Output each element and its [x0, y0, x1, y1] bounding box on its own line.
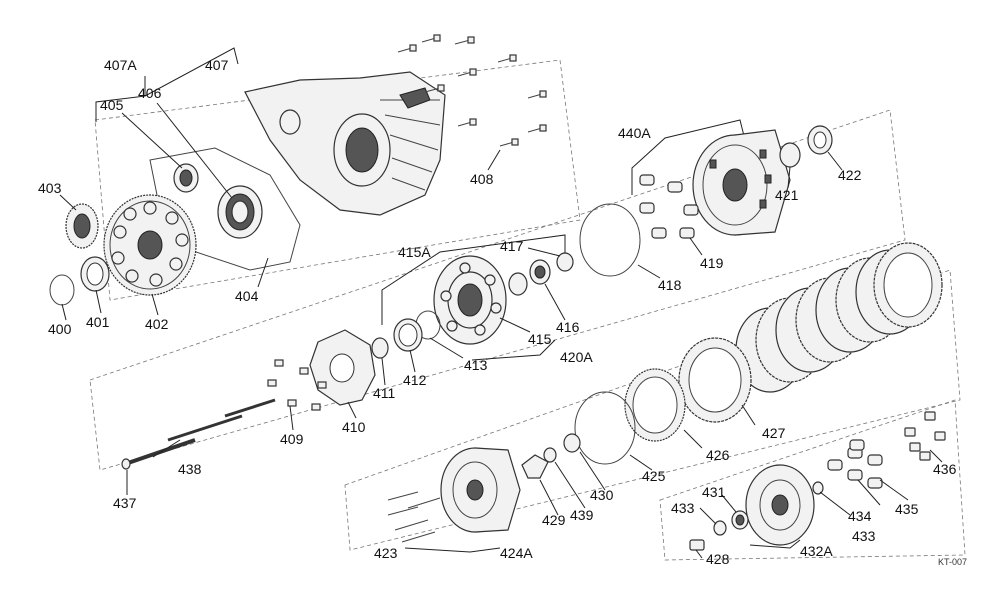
gear-403	[65, 203, 99, 249]
label-430: 430	[590, 487, 614, 503]
label-429: 429	[542, 512, 566, 528]
washer-422	[807, 125, 833, 155]
label-424A: 424A	[500, 545, 533, 561]
label-401: 401	[86, 314, 110, 330]
label-428: 428	[706, 551, 730, 567]
label-407A: 407A	[104, 57, 137, 73]
label-407: 407	[205, 57, 229, 73]
label-426: 426	[706, 447, 730, 463]
pushrod-438	[167, 398, 276, 442]
pressure-plate-424A	[440, 447, 521, 533]
group-brackets	[95, 47, 801, 553]
oring-418	[579, 203, 641, 277]
label-410: 410	[342, 419, 366, 435]
washer-401	[80, 256, 110, 292]
label-403: 403	[38, 180, 62, 196]
gear-402	[103, 194, 197, 296]
label-440A: 440A	[618, 125, 651, 141]
label-419: 419	[700, 255, 724, 271]
bolts-423	[387, 491, 441, 543]
label-406: 406	[138, 85, 162, 101]
label-425: 425	[642, 468, 666, 484]
part-labels: 407A 407 406 405 403 404 400 401 402 408…	[38, 57, 967, 567]
clutch-basket-440A	[692, 129, 791, 236]
label-402: 402	[145, 316, 169, 332]
label-433-left: 433	[671, 500, 695, 516]
friction-plates	[735, 242, 943, 393]
label-411: 411	[373, 385, 396, 401]
washer-411	[371, 337, 389, 359]
label-413: 413	[464, 357, 488, 373]
ring-412	[393, 318, 423, 352]
label-435: 435	[895, 501, 919, 517]
label-436: 436	[933, 461, 957, 477]
label-404: 404	[235, 288, 259, 304]
leader-lines	[59, 102, 943, 559]
label-417: 417	[500, 238, 524, 254]
nuts-436	[904, 411, 946, 461]
label-423: 423	[374, 545, 398, 561]
bearing-416	[508, 259, 551, 296]
steel-plate-426	[624, 368, 686, 442]
screws-409	[267, 359, 327, 411]
label-400: 400	[48, 321, 72, 337]
bearing-405	[173, 163, 199, 193]
dampers-419	[639, 174, 699, 239]
label-412: 412	[403, 372, 427, 388]
circlip-400	[49, 274, 75, 306]
label-409: 409	[280, 431, 304, 447]
washer-433	[713, 481, 824, 536]
friction-plate-427	[678, 337, 752, 423]
ring-425	[574, 391, 636, 465]
label-433-right: 433	[852, 528, 876, 544]
drawing-code: KT-007	[938, 557, 967, 567]
clutch-cover-407	[244, 71, 446, 216]
label-415A: 415A	[398, 244, 431, 260]
washer-439	[543, 447, 557, 463]
cover-bolts-408	[397, 34, 547, 147]
lever-429	[521, 454, 549, 479]
label-439: 439	[570, 507, 594, 523]
washer-421	[779, 142, 801, 168]
label-416: 416	[556, 319, 580, 335]
lifter-432A	[745, 464, 815, 546]
label-408: 408	[470, 171, 494, 187]
label-438: 438	[178, 461, 202, 477]
seal-406	[217, 185, 263, 239]
plate-410	[309, 329, 376, 406]
bearing-431	[731, 510, 749, 530]
hub-415	[433, 255, 507, 345]
part-428	[689, 539, 705, 551]
label-432A: 432A	[800, 543, 833, 559]
label-418: 418	[658, 277, 682, 293]
washer-430	[563, 433, 581, 453]
label-437: 437	[113, 495, 137, 511]
springs-434-435	[827, 439, 883, 489]
label-431: 431	[702, 484, 726, 500]
label-434: 434	[848, 508, 872, 524]
label-420A: 420A	[560, 349, 593, 365]
label-422: 422	[838, 167, 862, 183]
label-405: 405	[100, 97, 124, 113]
label-421: 421	[775, 187, 799, 203]
label-415: 415	[528, 331, 552, 347]
label-427: 427	[762, 425, 786, 441]
ring-417	[556, 252, 574, 272]
